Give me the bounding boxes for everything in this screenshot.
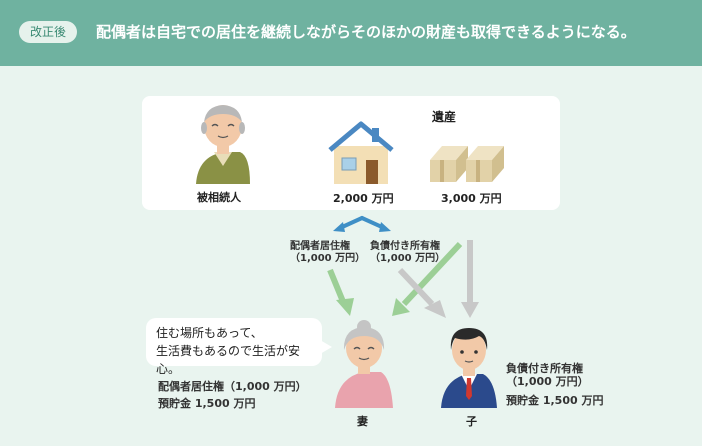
cash-value: 3,000 万円 (441, 192, 502, 205)
wife-inherit-line1: 配偶者居住権（1,000 万円） (158, 380, 307, 393)
residence-right-line2: （1,000 万円） (290, 253, 366, 264)
wife-inheritance: 配偶者居住権（1,000 万円） 預貯金 1,500 万円 (158, 378, 307, 412)
burdened-ownership-line2: （1,000 万円） (370, 253, 446, 264)
wife-label: 妻 (357, 415, 368, 428)
burdened-ownership-line1: 負債付き所有権 (370, 241, 440, 252)
residence-right-line1: 配偶者居住権 (290, 241, 350, 252)
speech-bubble-tail (320, 340, 332, 354)
split-arrow-icon (338, 216, 386, 230)
burdened-ownership-label: 負債付き所有権 （1,000 万円） (370, 241, 445, 265)
child-inherit-line1: 負債付き所有権 (506, 362, 583, 375)
headline: 配偶者は自宅での居住を継続しながらそのほかの財産も取得できるようになる。 (96, 23, 636, 41)
revision-badge: 改正後 (19, 21, 77, 43)
child-inherit-line3: 預貯金 1,500 万円 (506, 394, 604, 407)
arrow-head-green-1 (336, 298, 354, 316)
arrow-head-green-2 (392, 298, 410, 316)
child-inherit-line2: （1,000 万円） (506, 375, 589, 388)
child-label: 子 (466, 415, 477, 428)
arrow-head-gray-2 (461, 302, 479, 318)
header-bar: 改正後 配偶者は自宅での居住を継続しながらそのほかの財産も取得できるようになる。 (0, 0, 702, 66)
child-inheritance: 負債付き所有権 （1,000 万円） 預貯金 1,500 万円 (506, 362, 603, 407)
decedent-label: 被相続人 (197, 191, 241, 204)
speech-line2: 生活費もあるので生活が安心。 (156, 344, 301, 376)
wife-speech-bubble: 住む場所もあって、 生活費もあるので生活が安心。 (146, 318, 322, 376)
estate-title: 遺産 (432, 110, 457, 124)
residence-right-label: 配偶者居住権 （1,000 万円） (290, 241, 365, 265)
arrow-head-gray-1 (424, 300, 446, 318)
wife-inherit-line2: 預貯金 1,500 万円 (158, 397, 256, 410)
speech-line1: 住む場所もあって、 (156, 326, 263, 340)
house-value: 2,000 万円 (333, 192, 394, 205)
